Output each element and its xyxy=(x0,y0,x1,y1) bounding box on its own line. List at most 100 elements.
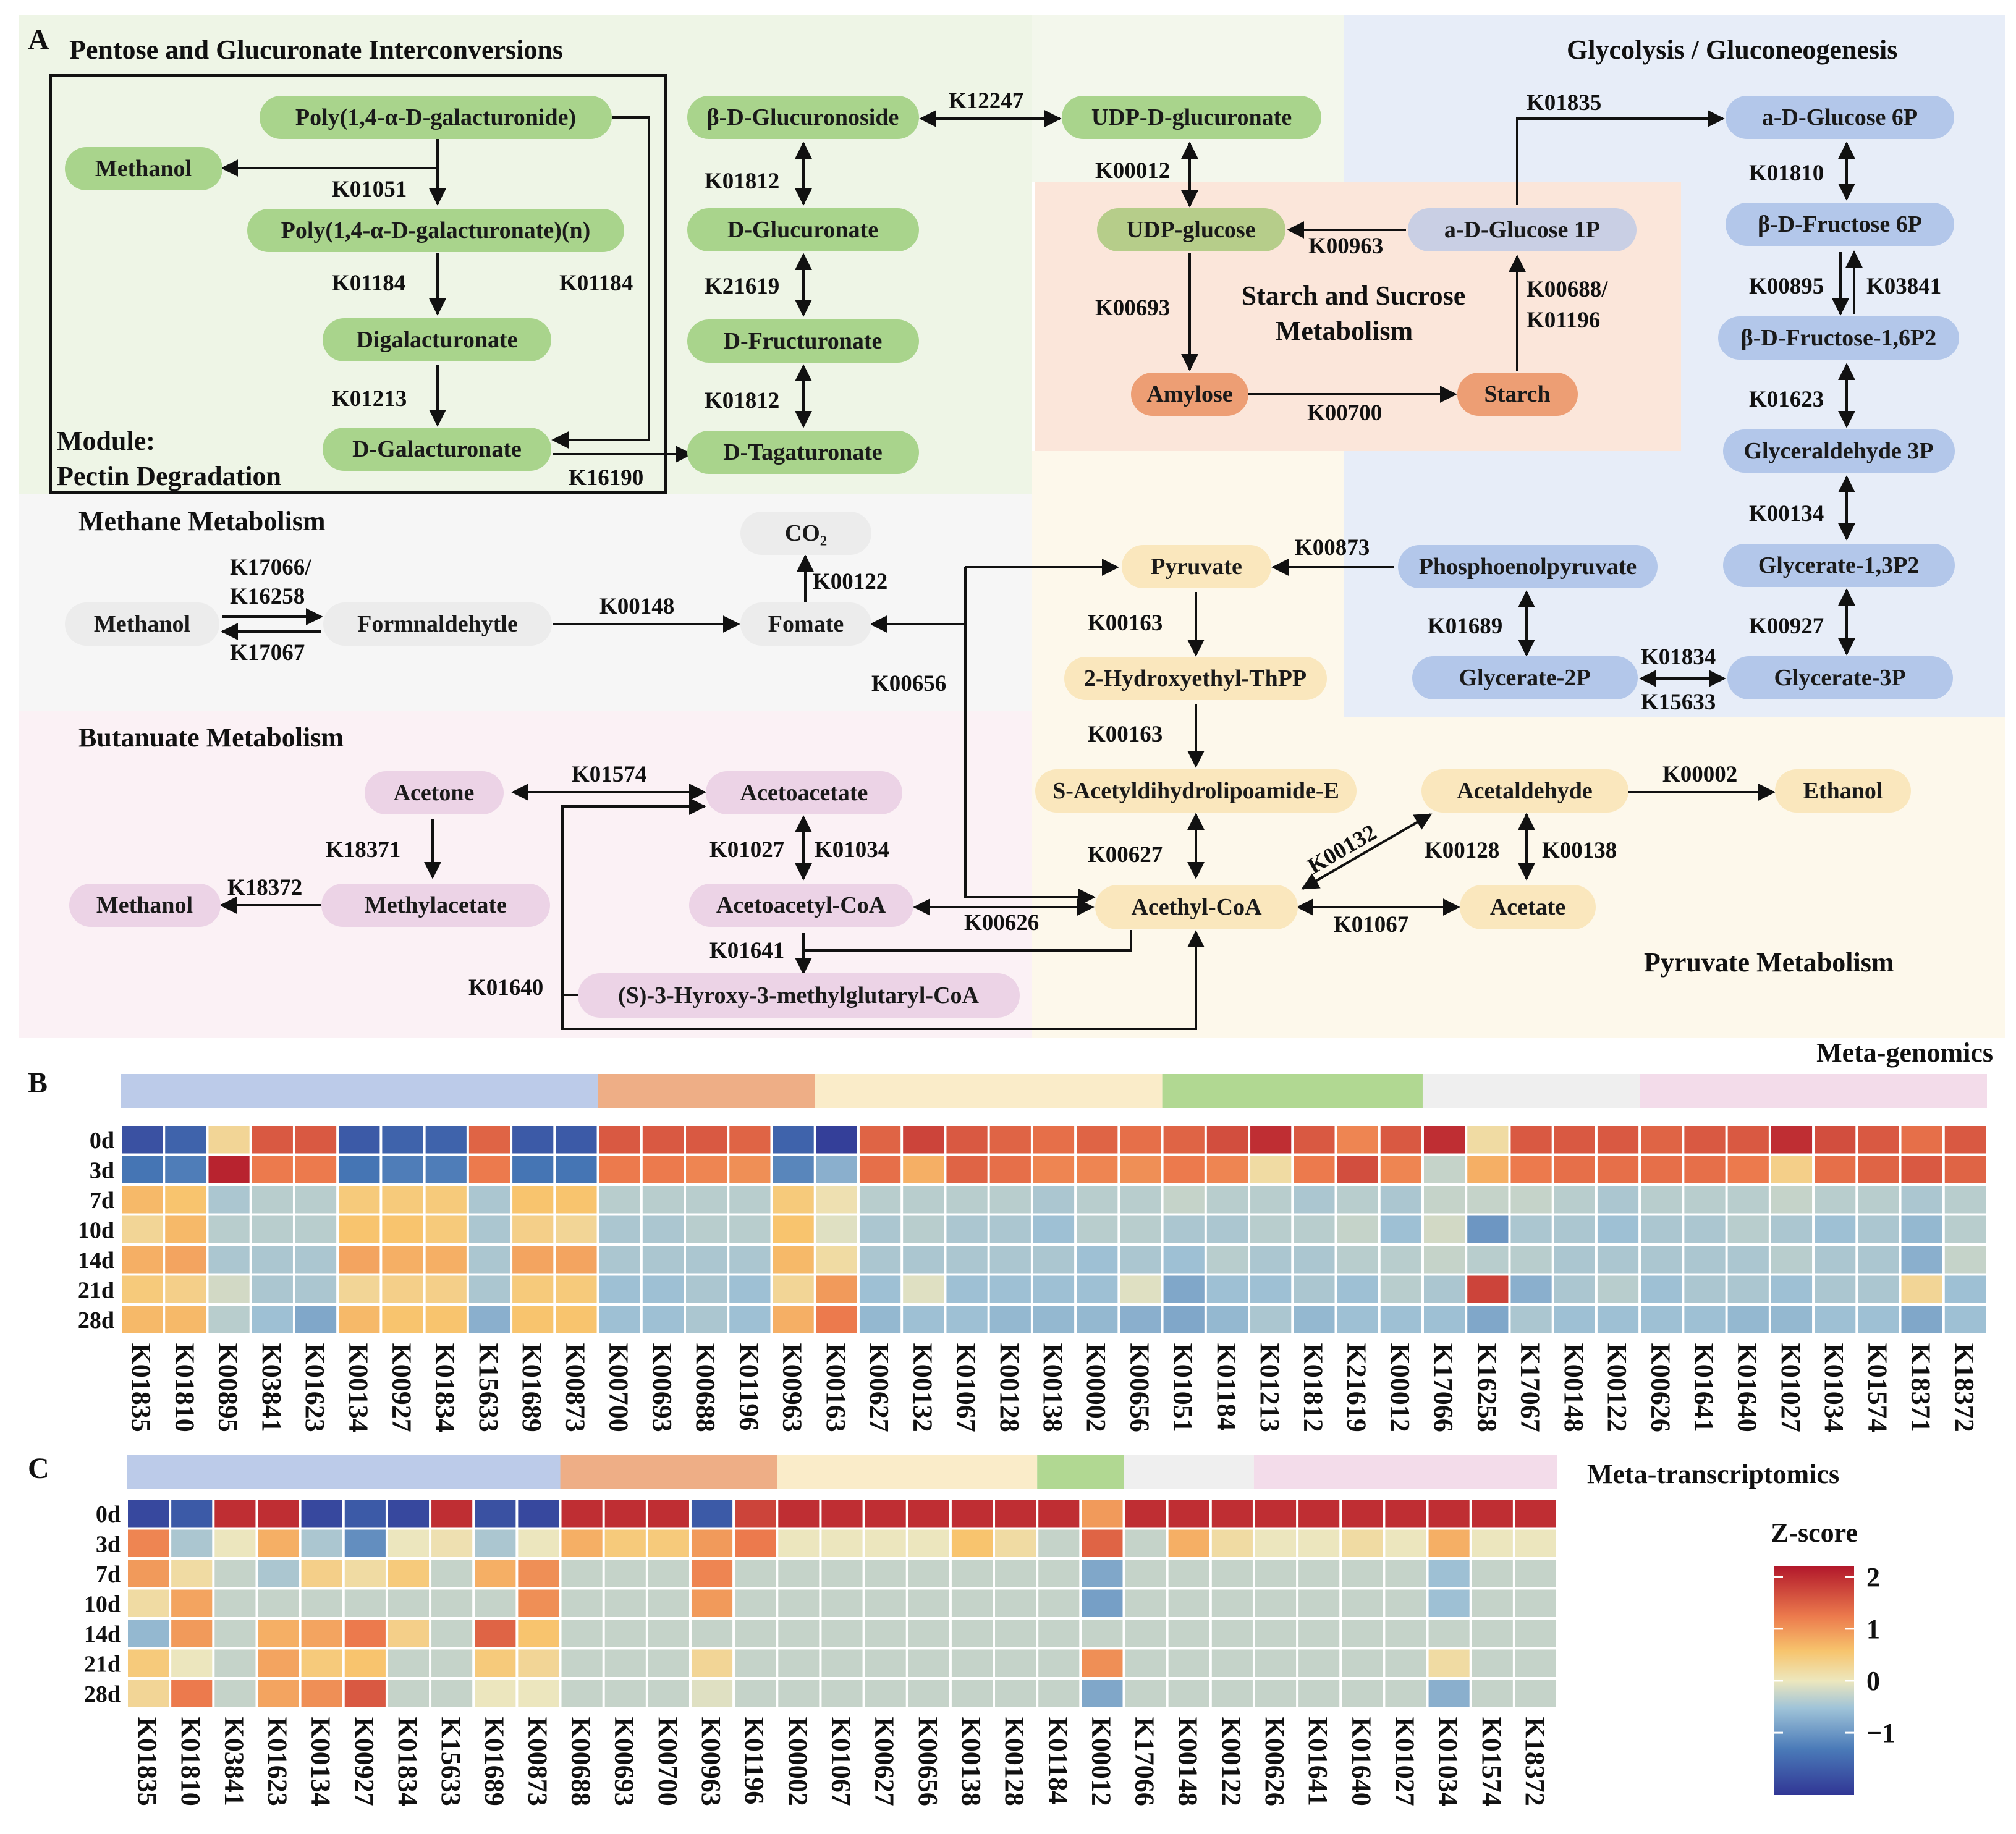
enzyme-label: K00627 xyxy=(1088,842,1163,868)
heatmap-cell xyxy=(903,1306,944,1333)
heatmap-cell xyxy=(686,1186,727,1214)
group-bar xyxy=(121,1074,598,1108)
heatmap-cell xyxy=(1294,1126,1335,1154)
node-d-galacturonate: D-Galacturonate xyxy=(323,428,551,471)
svg-text:Methylacetate: Methylacetate xyxy=(365,892,507,918)
heatmap-cell xyxy=(821,1589,863,1617)
column-label: K03841 xyxy=(256,1343,287,1432)
heatmap-cell xyxy=(773,1246,814,1274)
heatmap-cell xyxy=(301,1500,342,1528)
heatmap-cell xyxy=(475,1620,516,1647)
heatmap-cell xyxy=(816,1186,857,1214)
heatmap-cell xyxy=(1385,1680,1426,1707)
heatmap-cell xyxy=(989,1246,1031,1274)
heatmap-cell xyxy=(729,1186,771,1214)
column-label: K00012 xyxy=(1385,1343,1415,1432)
column-label: K01689 xyxy=(517,1343,547,1432)
heatmap-cell xyxy=(165,1246,206,1274)
heatmap-cell xyxy=(1077,1156,1118,1183)
heatmap-cell xyxy=(258,1560,299,1587)
heatmap-cell xyxy=(425,1126,467,1154)
heatmap-cell xyxy=(1385,1529,1426,1557)
heatmap-cell xyxy=(561,1680,603,1707)
column-label: K00627 xyxy=(870,1717,900,1806)
heatmap-cell xyxy=(729,1275,771,1303)
heatmap-cell xyxy=(1771,1275,1813,1303)
heatmap-cell xyxy=(1858,1156,1899,1183)
heatmap-cell xyxy=(1082,1500,1123,1528)
enzyme-label: K01689 xyxy=(1428,614,1502,639)
column-label: K00627 xyxy=(864,1343,894,1432)
svg-text:Formnaldehytle: Formnaldehytle xyxy=(357,611,518,637)
column-label: K00656 xyxy=(913,1717,943,1806)
heatmap-cell xyxy=(1858,1306,1899,1333)
heatmap-cell xyxy=(1077,1126,1118,1154)
enzyme-label: K01574 xyxy=(572,762,646,787)
column-label: K18371 xyxy=(1906,1343,1936,1432)
heatmap-cell xyxy=(686,1275,727,1303)
svg-text:Acetate: Acetate xyxy=(1490,894,1565,920)
svg-text:Poly(1,4-α-D-galacturonide): Poly(1,4-α-D-galacturonide) xyxy=(295,104,576,130)
heatmap-cell xyxy=(301,1649,342,1677)
heatmap-cell xyxy=(735,1680,776,1707)
heatmap-cell xyxy=(1168,1589,1209,1617)
heatmap-cell xyxy=(295,1156,337,1183)
heatmap-cell xyxy=(252,1246,293,1274)
heatmap-cell xyxy=(729,1246,771,1274)
heatmap-cell xyxy=(1033,1126,1075,1154)
column-label: K01834 xyxy=(430,1343,460,1432)
node-d-glucuronate: D-Glucuronate xyxy=(687,208,919,251)
heatmap-cell xyxy=(1467,1186,1509,1214)
heatmap-cell xyxy=(1082,1589,1123,1617)
heatmap-cell xyxy=(908,1500,949,1528)
heatmap-cell xyxy=(599,1126,640,1154)
heatmap-cell xyxy=(425,1306,467,1333)
heatmap-cell xyxy=(431,1529,473,1557)
heatmap-cell xyxy=(1428,1680,1470,1707)
heatmap-cell xyxy=(604,1500,646,1528)
heatmap-cell xyxy=(1082,1649,1123,1677)
heatmap-cell xyxy=(122,1306,163,1333)
heatmap-cell xyxy=(1858,1275,1899,1303)
node-d-fructuronate: D-Fructuronate xyxy=(687,319,919,363)
heatmap-cell xyxy=(382,1215,423,1243)
heatmap-cell xyxy=(214,1620,256,1647)
heatmap-cell xyxy=(946,1246,988,1274)
heatmap-cell xyxy=(561,1589,603,1617)
svg-text:Pyruvate: Pyruvate xyxy=(1151,554,1242,580)
heatmap-cell xyxy=(1684,1306,1726,1333)
node-b-d-fructose-16p2: β-D-Fructose-1,6P2 xyxy=(1718,316,1959,360)
column-label: K17066 xyxy=(1130,1717,1160,1806)
column-label: K00128 xyxy=(999,1717,1030,1806)
module-title-2: Pectin Degradation xyxy=(57,461,281,491)
heatmap-cell xyxy=(1858,1215,1899,1243)
column-label: K01640 xyxy=(1346,1717,1376,1806)
heatmap-cell xyxy=(735,1560,776,1587)
heatmap-cell xyxy=(1472,1680,1513,1707)
heatmap-cell xyxy=(1294,1215,1335,1243)
heatmap-cell xyxy=(1771,1246,1813,1274)
heatmap-cell xyxy=(1554,1275,1595,1303)
column-label: K01641 xyxy=(1303,1717,1333,1806)
heatmap-cell xyxy=(475,1589,516,1617)
row-label: 21d xyxy=(84,1651,121,1677)
heatmap-cell xyxy=(128,1620,169,1647)
column-label: K01641 xyxy=(1688,1343,1719,1432)
svg-text:(S)-3-Hyroxy-3-methylglutaryl-: (S)-3-Hyroxy-3-methylglutaryl-CoA xyxy=(618,982,980,1008)
heatmap-cell xyxy=(1510,1186,1552,1214)
column-label: K18372 xyxy=(1520,1717,1550,1806)
heatmap-cell xyxy=(1815,1275,1856,1303)
column-label: K00128 xyxy=(994,1343,1025,1432)
heatmap-cell xyxy=(1515,1560,1556,1587)
svg-text:Methanol: Methanol xyxy=(94,611,190,637)
heatmap-cell xyxy=(735,1620,776,1647)
heatmap-cell xyxy=(128,1500,169,1528)
heatmap-cell xyxy=(1684,1246,1726,1274)
heatmap-cell xyxy=(518,1529,559,1557)
heatmap-cell xyxy=(1033,1306,1075,1333)
heatmap-cell xyxy=(1472,1529,1513,1557)
heatmap-cell xyxy=(561,1500,603,1528)
heatmap-cell xyxy=(1298,1680,1340,1707)
node-glyceraldehyde-3p: Glyceraldehyde 3P xyxy=(1723,429,1955,473)
